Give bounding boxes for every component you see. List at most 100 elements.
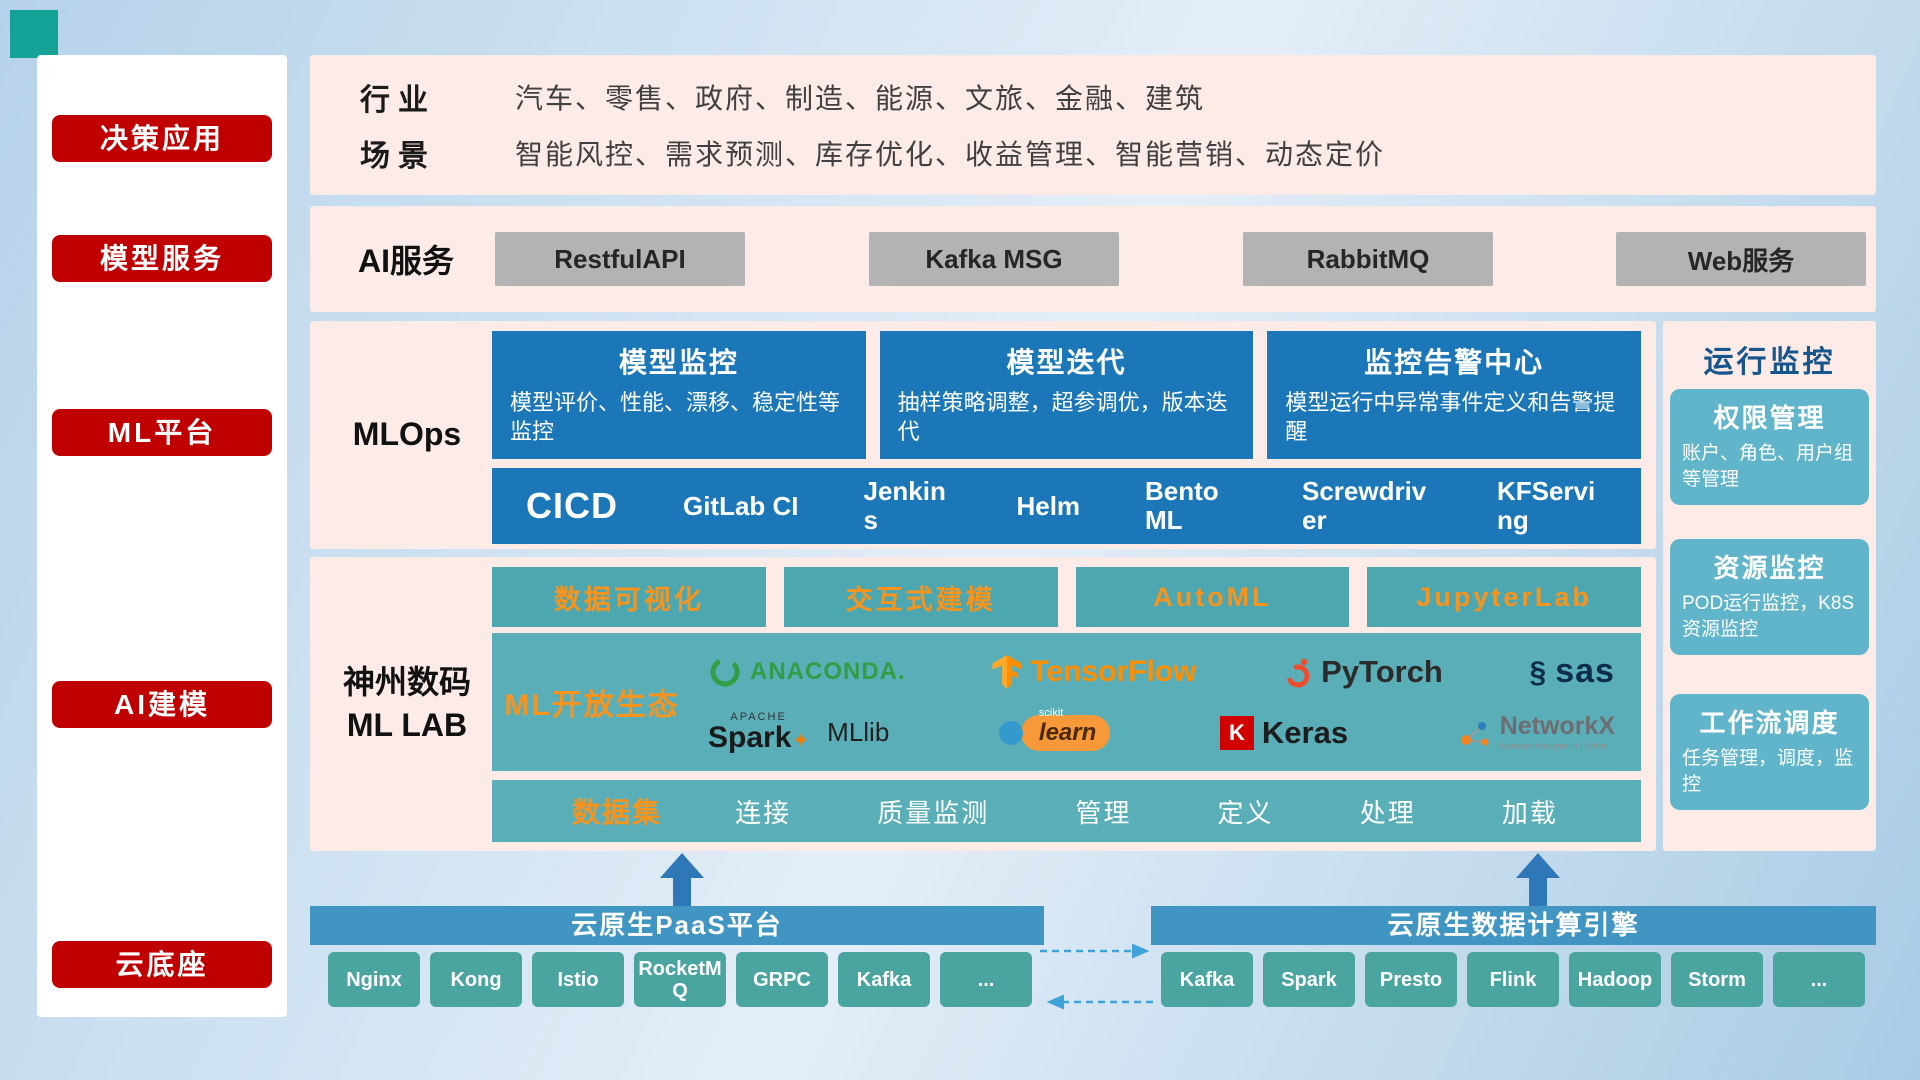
sas-swirl-icon: §: [1529, 656, 1547, 689]
cicd-label: CICD: [526, 485, 618, 526]
paas-block-grpc: GRPC: [736, 952, 828, 1007]
engine-components-row: Kafka Spark Presto Flink Hadoop Storm ..…: [1161, 952, 1865, 1007]
card-model-monitoring: 模型监控 模型评价、性能、漂移、稳定性等监控: [492, 331, 866, 459]
networkx-logo: NetworkX Network Analysis in Python: [1458, 714, 1615, 751]
cicd-tool-helm: Helm: [1016, 490, 1081, 521]
card-desc: 抽样策略调整，超参调优，版本迭代: [897, 390, 1228, 444]
ai-service-panel: AI服务 RestfulAPI Kafka MSG RabbitMQ Web服务: [310, 206, 1876, 312]
spark-apache-caption: APACHE: [730, 711, 787, 723]
card-desc: 任务管理，调度，监控: [1682, 748, 1854, 795]
tensorflow-wordmark: TensorFlow: [1030, 654, 1197, 688]
card-desc: 模型运行中异常事件定义和告警提醒: [1285, 390, 1616, 444]
mlops-label: MLOps: [322, 321, 492, 549]
engine-block-presto: Presto: [1365, 952, 1457, 1007]
spark-mllib-logo: APACHE Spark ✦ MLlib: [708, 712, 889, 753]
scenario-value: 智能风控、需求预测、库存优化、收益管理、智能营销、动态定价: [515, 139, 1386, 170]
dataset-item-define: 定义: [1217, 797, 1274, 828]
ml-ecosystem-box: ML开放生态 ANACONDA. TensorFlow PyTorch: [492, 633, 1641, 771]
scenario-row: 场景 智能风控、需求预测、库存优化、收益管理、智能营销、动态定价: [360, 131, 1826, 175]
scikit-learn-caption: scikit: [1038, 706, 1064, 719]
card-alert-center: 监控告警中心 模型运行中异常事件定义和告警提醒: [1267, 331, 1642, 459]
pytorch-wordmark: PyTorch: [1321, 653, 1443, 689]
ml-ecosystem-logos: ANACONDA. TensorFlow PyTorch § sas: [692, 633, 1641, 771]
spark-star-icon: ✦: [792, 730, 810, 752]
card-title: 资源监控: [1713, 553, 1826, 583]
card-desc: 账户、角色、用户组等管理: [1682, 443, 1854, 490]
layer-badge-ml-platform: ML平台: [52, 409, 272, 456]
industry-label: 行业: [360, 84, 436, 117]
paas-block-istio: Istio: [532, 952, 624, 1007]
scikit-learn-logo: learn scikit: [998, 707, 1111, 751]
engine-block-spark: Spark: [1263, 952, 1355, 1007]
networkx-tagline: Network Analysis in Python: [1499, 741, 1609, 751]
ml-lab-label: 神州数码 ML LAB: [322, 557, 492, 851]
paas-block-kong: Kong: [430, 952, 522, 1007]
runtime-monitoring-title: 运行监控: [1703, 346, 1836, 379]
ml-ecosystem-label: ML开放生态: [504, 689, 680, 722]
ml-lab-label-line1: 神州数码: [342, 663, 471, 700]
mlops-label-text: MLOps: [352, 416, 462, 453]
ml-lab-panel: 神州数码 ML LAB 数据可视化 交互式建模 AutoML JupyterLa…: [310, 557, 1656, 851]
card-desc: POD运行监控，K8S资源监控: [1682, 593, 1855, 640]
anaconda-icon: [710, 657, 740, 686]
cicd-tool-kfserving: KFServing: [1496, 476, 1596, 535]
card-title: 工作流调度: [1699, 708, 1840, 738]
sas-logo: § sas: [1530, 652, 1615, 691]
dataset-item-manage: 管理: [1075, 797, 1132, 828]
layer-badge-ai-modeling: AI建模: [52, 681, 272, 728]
dashed-exchange-arrows: [1040, 943, 1153, 1010]
paas-platform-header: 云原生PaaS平台: [310, 906, 1044, 945]
dataset-label: 数据集: [572, 797, 663, 828]
ml-lab-label-line2: ML LAB: [346, 707, 468, 743]
dataset-bar: 数据集 连接 质量监测 管理 定义 处理 加载: [492, 780, 1641, 842]
card-title: 监控告警中心: [1364, 347, 1545, 378]
paas-block-nginx: Nginx: [328, 952, 420, 1007]
pytorch-icon: [1286, 658, 1310, 687]
industry-value: 汽车、零售、政府、制造、能源、文旅、金融、建筑: [515, 83, 1206, 114]
dataset-item-quality: 质量监测: [877, 797, 990, 828]
service-block-web: Web服务: [1616, 232, 1866, 286]
keras-logo: K Keras: [1219, 715, 1348, 751]
dataset-items: 连接 质量监测 管理 定义 处理 加载: [692, 793, 1601, 830]
paas-block-more: ...: [940, 952, 1032, 1007]
layer-badge-cloud-base: 云底座: [52, 941, 272, 988]
service-block-rabbitmq: RabbitMQ: [1243, 232, 1493, 286]
anaconda-logo: ANACONDA.: [708, 655, 906, 689]
card-desc: 模型评价、性能、漂移、稳定性等监控: [510, 390, 841, 444]
sas-wordmark: sas: [1555, 652, 1615, 690]
engine-block-flink: Flink: [1467, 952, 1559, 1007]
networkx-icon: [1460, 721, 1489, 745]
up-arrow-head: [1516, 853, 1560, 878]
data-engine-header: 云原生数据计算引擎: [1151, 906, 1876, 945]
paas-block-kafka: Kafka: [838, 952, 930, 1007]
up-arrow-stem: [1529, 878, 1547, 906]
anaconda-wordmark: ANACONDA.: [750, 657, 906, 685]
ml-lab-tools-row: 数据可视化 交互式建模 AutoML JupyterLab: [492, 567, 1641, 627]
left-sidebar: 决策应用 模型服务 ML平台 AI建模 云底座: [37, 55, 287, 1017]
layer-badge-decision-apps: 决策应用: [52, 115, 272, 162]
corner-accent-square: [10, 10, 58, 58]
paas-block-rocketmq: RocketMQ: [634, 952, 726, 1007]
tensorflow-logo: TensorFlow: [992, 654, 1197, 689]
tool-block-automl: AutoML: [1075, 567, 1350, 627]
card-title: 模型迭代: [1006, 347, 1127, 378]
cicd-tool-gitlab-ci: GitLab CI: [682, 490, 799, 521]
logo-row-1: ANACONDA. TensorFlow PyTorch § sas: [692, 643, 1631, 701]
cicd-tool-jenkins: Jenkins: [863, 476, 946, 535]
card-title: 权限管理: [1713, 403, 1826, 433]
service-block-kafka-msg: Kafka MSG: [869, 232, 1119, 286]
scenario-label: 场景: [360, 140, 436, 173]
dataset-item-process: 处理: [1359, 797, 1416, 828]
cicd-tool-bentoml: BentoML: [1145, 476, 1219, 535]
industry-row: 行业 汽车、零售、政府、制造、能源、文旅、金融、建筑: [360, 75, 1826, 119]
card-title: 模型监控: [618, 347, 739, 378]
mllib-wordmark: MLlib: [827, 717, 890, 747]
card-permission-management: 权限管理 账户、角色、用户组等管理: [1670, 389, 1869, 505]
tool-block-jupyterlab: JupyterLab: [1367, 567, 1641, 627]
spark-wordmark: Spark: [708, 721, 792, 754]
up-arrow-head: [660, 853, 704, 878]
scikit-learn-blue-dot-icon: [998, 720, 1023, 745]
pytorch-logo: PyTorch: [1283, 654, 1443, 690]
spark-wordmark-block: APACHE Spark ✦: [708, 712, 809, 753]
